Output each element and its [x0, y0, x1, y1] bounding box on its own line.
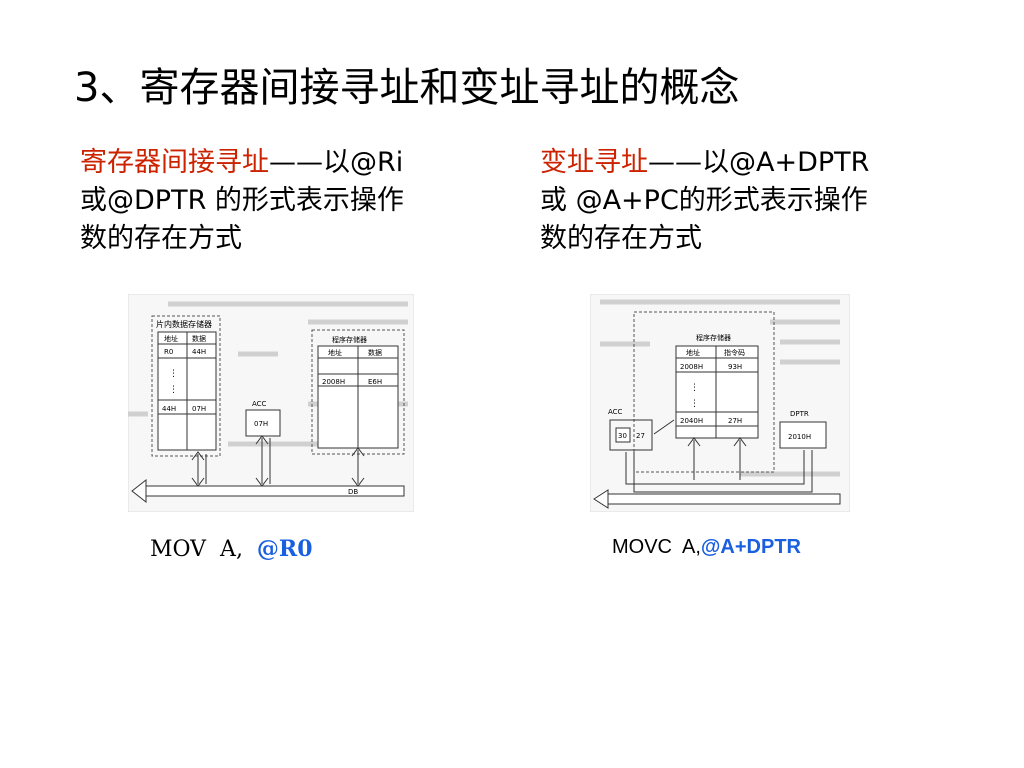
indirect-addressing-diagram: 片内数据存储器 地址 数据 R0 44H ⋮ ⋮ 44H 07H ACC 07H… — [128, 294, 414, 512]
indexed-instruction-opcode: MOVC A, — [612, 536, 701, 558]
rom-panel-title: 程序存储器 — [696, 333, 731, 342]
indexed-addressing-term: 变址寻址 — [540, 147, 648, 178]
ram-panel-title: 片内数据存储器 — [156, 319, 212, 329]
ram-row2-data: 07H — [192, 405, 206, 413]
svg-text:⋮: ⋮ — [169, 385, 178, 395]
rom-row-data: E6H — [368, 378, 382, 386]
indexed-addressing-description: 变址寻址——以@A+DPTR 或 @A+PC的形式表示操作 数的存在方式 — [540, 144, 960, 258]
slide-title: 3、寄存器间接寻址和变址寻址的概念 — [74, 65, 740, 111]
data-bus — [603, 493, 841, 505]
ram-row1-addr: R0 — [164, 348, 173, 356]
svg-text:⋮: ⋮ — [690, 399, 699, 409]
ram-row1-data: 44H — [192, 348, 206, 356]
svg-text:⋮: ⋮ — [169, 369, 178, 379]
rom-row2-data: 27H — [728, 417, 742, 425]
acc-left-value: 30 — [618, 432, 627, 440]
acc-right-value: 27 — [636, 432, 645, 440]
dptr-value: 2010H — [788, 433, 811, 441]
scan-noise — [600, 299, 840, 477]
ram-row2-addr: 44H — [162, 405, 176, 413]
indirect-addressing-term: 寄存器间接寻址 — [80, 147, 269, 178]
rom-panel-title: 程序存储器 — [332, 335, 367, 344]
indirect-addressing-line3: 数的存在方式 — [80, 223, 242, 254]
svg-text:⋮: ⋮ — [690, 383, 699, 393]
indexed-instruction-operand: @A+DPTR — [700, 536, 801, 558]
acc-label: ACC — [608, 408, 623, 416]
indirect-addressing-line2: 或@DPTR 的形式表示操作 — [80, 185, 404, 216]
rom-row1-addr: 2008H — [680, 363, 703, 371]
indirect-instruction-opcode: MOV A, — [150, 537, 257, 562]
dptr-label: DPTR — [790, 410, 809, 418]
indirect-addressing-description: 寄存器间接寻址——以@Ri 或@DPTR 的形式表示操作 数的存在方式 — [80, 144, 500, 258]
acc-label: ACC — [252, 400, 267, 408]
ram-col-addr: 地址 — [164, 334, 178, 343]
rom-row-addr: 2008H — [322, 378, 345, 386]
rom-col-data: 数据 — [368, 348, 382, 357]
indirect-instruction-caption: MOV A, @R0 — [150, 536, 313, 562]
rom-row2-addr: 2040H — [680, 417, 703, 425]
rom-col-data: 指令码 — [724, 348, 745, 357]
ram-col-data: 数据 — [192, 334, 206, 343]
rom-row1-data: 93H — [728, 363, 742, 371]
indirect-addressing-line1: ——以@Ri — [269, 147, 404, 178]
indexed-addressing-line2: 或 @A+PC的形式表示操作 — [540, 185, 868, 216]
rom-col-addr: 地址 — [328, 348, 342, 357]
indexed-addressing-diagram: 程序存储器 地址 指令码 2008H 93H ⋮ ⋮ 2040H 27H ACC… — [590, 294, 850, 512]
acc-value: 07H — [254, 420, 268, 428]
bus-arrows — [625, 419, 813, 493]
data-bus-label: DB — [348, 488, 358, 496]
indexed-addressing-line3: 数的存在方式 — [540, 223, 702, 254]
data-bus — [141, 485, 405, 497]
indexed-addressing-line1: ——以@A+DPTR — [648, 147, 870, 178]
indexed-instruction-caption: MOVC A,@A+DPTR — [612, 536, 801, 559]
indirect-instruction-operand: @R0 — [256, 536, 313, 562]
rom-col-addr: 地址 — [686, 348, 700, 357]
